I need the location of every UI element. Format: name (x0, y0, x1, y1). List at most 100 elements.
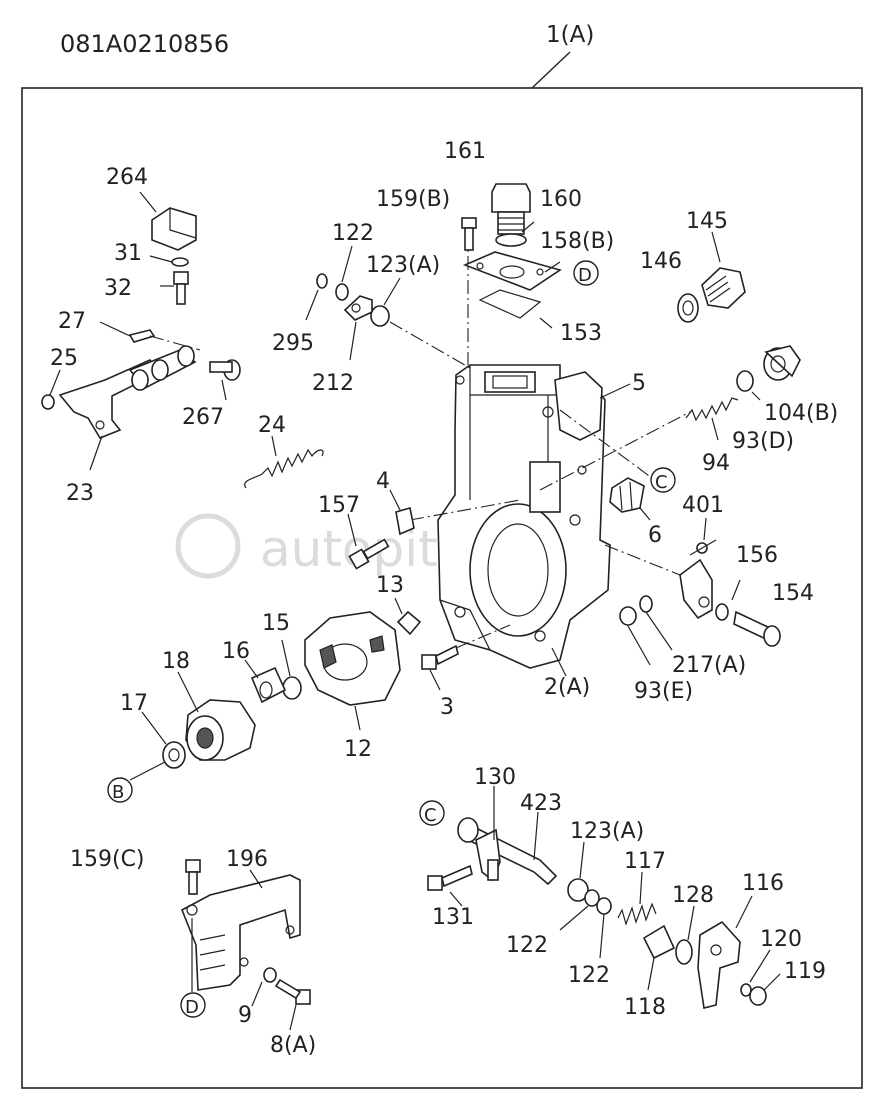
label-118: 118 (624, 995, 666, 1020)
label-120: 120 (760, 927, 802, 952)
block-264 (151, 207, 197, 251)
label-16: 16 (222, 639, 250, 664)
lever-116 (697, 920, 741, 1009)
svg-text:D: D (185, 997, 199, 1018)
label-32: 32 (104, 276, 132, 301)
bolt-154 (733, 610, 781, 647)
callout-b: B (107, 777, 133, 803)
lever-401 (679, 539, 717, 620)
label-156: 156 (736, 543, 778, 568)
label-128: 128 (672, 883, 714, 908)
label-27: 27 (58, 309, 86, 334)
label-4: 4 (376, 469, 390, 494)
label-9: 9 (238, 1003, 252, 1028)
fitting-145 (701, 267, 746, 309)
bearing-18 (185, 699, 256, 761)
clip-120 (740, 983, 752, 997)
nut-93D (736, 370, 754, 392)
label-423: 423 (520, 791, 562, 816)
label-93E: 93(E) (634, 679, 693, 704)
spring-117 (617, 902, 657, 926)
label-146: 146 (640, 249, 682, 274)
plug-161 (491, 183, 531, 235)
washer-156 (715, 603, 729, 621)
label-157: 157 (318, 493, 360, 518)
gasket-153 (478, 289, 542, 319)
washer-295 (316, 273, 328, 289)
diagram-frame (21, 87, 863, 1089)
label-13: 13 (376, 573, 404, 598)
label-122-lower-b: 122 (568, 963, 610, 988)
label-17: 17 (120, 691, 148, 716)
shaft-23 (128, 345, 197, 391)
pump-housing (437, 364, 611, 669)
washer-160 (495, 233, 527, 247)
label-94: 94 (702, 451, 730, 476)
washer-128 (675, 939, 693, 965)
bolt-8A (274, 978, 311, 1005)
key-13 (396, 610, 422, 636)
label-24: 24 (258, 413, 286, 438)
svg-text:C: C (655, 472, 668, 493)
label-267: 267 (182, 405, 224, 430)
label-131: 131 (432, 905, 474, 930)
bracket-212 (343, 295, 373, 321)
assembly-leader (531, 51, 571, 89)
label-159C: 159(C) (70, 847, 145, 872)
label-158B: 158(B) (540, 229, 614, 254)
bracket-196 (180, 874, 301, 991)
callout-d-lower: D (180, 992, 206, 1018)
seal-123A-2 (567, 878, 589, 902)
label-25: 25 (50, 346, 78, 371)
label-196: 196 (226, 847, 268, 872)
label-8A: 8(A) (270, 1033, 316, 1058)
bolt-159C (185, 859, 201, 895)
lever-130 (475, 828, 501, 882)
spring-94 (685, 397, 739, 422)
label-295: 295 (272, 331, 314, 356)
label-217A: 217(A) (672, 653, 746, 678)
label-123A-top: 123(A) (366, 253, 440, 278)
pin-27 (128, 329, 156, 343)
clip-6 (609, 477, 645, 513)
washer-15 (282, 676, 302, 700)
label-2A: 2(A) (544, 675, 590, 700)
sleeve-118 (642, 924, 676, 960)
washer-17 (162, 741, 186, 769)
centerline-plug (389, 321, 471, 369)
washer-146 (677, 293, 699, 323)
centerline-94 (539, 411, 691, 491)
flyweight-holder-12 (304, 611, 401, 706)
washer-122-3 (596, 897, 612, 915)
label-23: 23 (66, 481, 94, 506)
washer-9 (263, 967, 277, 983)
callout-c-right: C (650, 467, 676, 493)
label-123A-lower: 123(A) (570, 819, 644, 844)
label-160: 160 (540, 187, 582, 212)
bolt-157 (348, 538, 390, 570)
centerline-c (559, 409, 653, 479)
centerline-4 (409, 499, 521, 521)
label-130: 130 (474, 765, 516, 790)
label-15: 15 (262, 611, 290, 636)
cap-104B (763, 345, 801, 381)
centerline-3 (455, 624, 511, 649)
label-116: 116 (742, 871, 784, 896)
label-104B: 104(B) (764, 401, 838, 426)
bolt-267 (209, 359, 241, 381)
label-6: 6 (648, 523, 662, 548)
label-122-top: 122 (332, 221, 374, 246)
label-5: 5 (632, 371, 646, 396)
centerline-401 (604, 544, 681, 576)
plate-158B (462, 251, 562, 291)
label-117: 117 (624, 849, 666, 874)
svg-text:B: B (112, 782, 124, 803)
svg-text:C: C (424, 805, 437, 826)
label-31: 31 (114, 241, 142, 266)
sleeve-16 (250, 666, 287, 704)
label-93D: 93(D) (732, 429, 794, 454)
label-154: 154 (772, 581, 814, 606)
bracket-4 (395, 506, 415, 536)
label-264: 264 (106, 165, 148, 190)
